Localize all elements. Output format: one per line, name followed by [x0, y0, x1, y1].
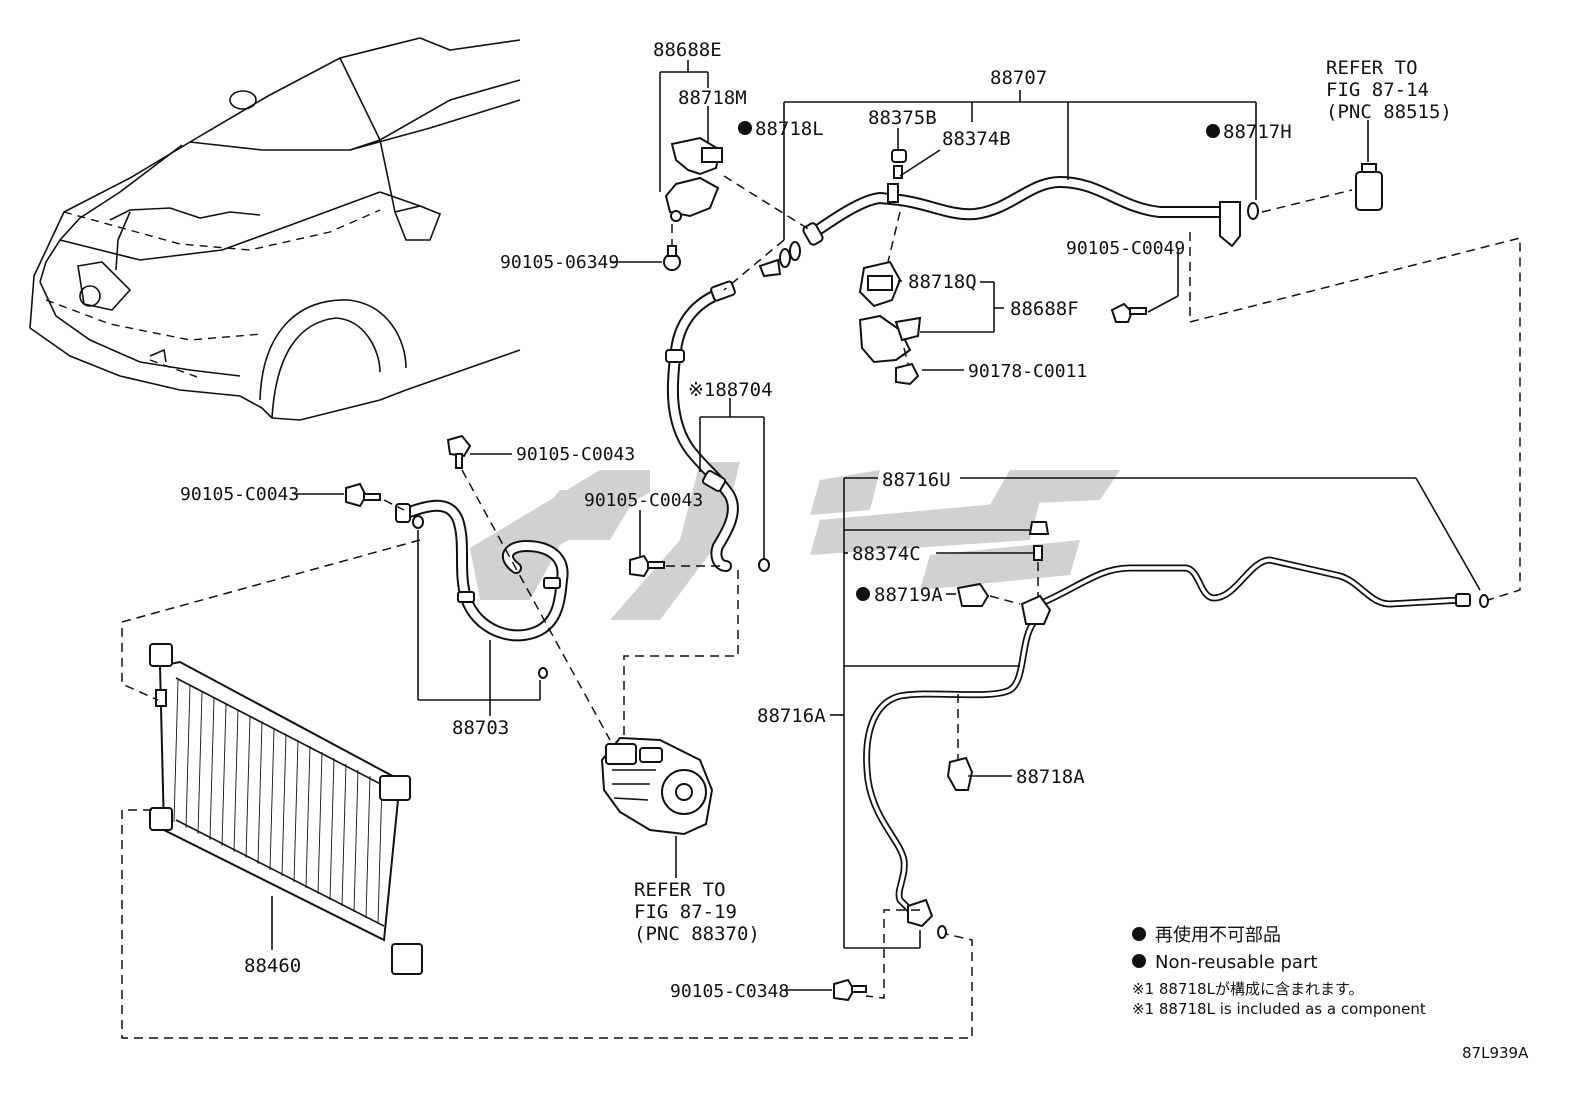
- suction-pipe-88707: [758, 176, 1259, 278]
- label-90105-C0043-top[interactable]: 90105-C0043: [516, 444, 635, 465]
- bolt-90105-C0348: [833, 978, 867, 1002]
- connector-fig-87-14: [1355, 163, 1383, 211]
- liquid-tube-88716U: [1040, 556, 1489, 608]
- refer-mid-line2[interactable]: FIG 87-19: [634, 901, 737, 923]
- nonreusable-marker-88718L: [738, 121, 752, 135]
- label-88688E[interactable]: 88688E: [653, 39, 722, 61]
- discharge-hose-88704: [665, 280, 770, 572]
- refer-mid-line1[interactable]: REFER TO: [634, 879, 726, 901]
- label-90105-06349[interactable]: 90105-06349: [500, 252, 619, 273]
- label-88688F[interactable]: 88688F: [1010, 298, 1079, 320]
- legend-nonreusable-jp: 再使用不可部品: [1155, 925, 1281, 946]
- compressor: [600, 736, 714, 836]
- nonreusable-marker-88719A: [856, 587, 870, 601]
- label-88375B[interactable]: 88375B: [868, 107, 937, 129]
- label-90105-C0043-mid[interactable]: 90105-C0043: [584, 490, 703, 511]
- label-88716U[interactable]: 88716U: [882, 469, 951, 491]
- bolt-90105-C0043-top: [446, 434, 472, 469]
- figure-code: 87L939A: [1462, 1044, 1529, 1062]
- refer-mid-line3[interactable]: (PNC 88370): [634, 923, 760, 945]
- label-88374B[interactable]: 88374B: [942, 128, 1011, 150]
- label-88707[interactable]: 88707: [990, 67, 1047, 89]
- label-88460[interactable]: 88460: [244, 955, 301, 977]
- label-88704[interactable]: ※188704: [688, 379, 773, 401]
- label-88374C[interactable]: 88374C: [852, 543, 921, 565]
- leader-lines: [271, 60, 1481, 991]
- dashed-lines: [121, 175, 1521, 1039]
- label-90105-C0049[interactable]: 90105-C0049: [1066, 238, 1185, 259]
- bolt-90105-C0049: [1110, 302, 1147, 323]
- switch-88718Q: [858, 260, 922, 364]
- legend-bullet-jp: [1132, 927, 1146, 941]
- refer-top-line1[interactable]: REFER TO: [1326, 57, 1418, 79]
- label-88718L[interactable]: 88718L: [755, 118, 824, 140]
- label-90178-C0011[interactable]: 90178-C0011: [968, 361, 1087, 382]
- refer-top-line2[interactable]: FIG 87-14: [1326, 79, 1429, 101]
- switch-88719A: [956, 582, 990, 607]
- refer-top-line3[interactable]: (PNC 88515): [1326, 101, 1452, 123]
- switch-88718M: [664, 136, 723, 222]
- bolt-90105-06349: [663, 245, 681, 271]
- legend: 再使用不可部品 Non-reusable part ※1 88718Lが構成に含…: [1132, 925, 1426, 1018]
- label-88718A[interactable]: 88718A: [1016, 766, 1085, 788]
- condenser-88460: [149, 643, 423, 975]
- vehicle-outline: [29, 37, 521, 421]
- liquid-tube-88716A: [863, 594, 1052, 939]
- legend-note-en: ※1 88718L is included as a component: [1132, 1000, 1426, 1018]
- switch-88718A: [946, 756, 974, 791]
- watermark-logo: [470, 462, 1120, 620]
- hose-88703: [395, 499, 569, 679]
- bolt-90105-C0043-mid: [629, 554, 665, 578]
- legend-nonreusable-en: Non-reusable part: [1155, 952, 1317, 973]
- legend-bullet-en: [1132, 954, 1146, 968]
- legend-note-jp: ※1 88718Lが構成に含まれます。: [1132, 980, 1363, 998]
- bolt-90105-C0043-left: [345, 482, 381, 508]
- cap-88375B: [891, 149, 907, 179]
- label-88716A[interactable]: 88716A: [757, 705, 826, 727]
- part-labels: 88688E 88718M 88718L 88375B 88374B 88707…: [180, 39, 1452, 1002]
- label-88718M[interactable]: 88718M: [678, 87, 747, 109]
- label-90105-C0043-left[interactable]: 90105-C0043: [180, 484, 299, 505]
- label-88717H[interactable]: 88717H: [1223, 121, 1292, 143]
- label-88703[interactable]: 88703: [452, 717, 509, 739]
- nonreusable-marker-88717H: [1206, 124, 1220, 138]
- label-88718Q[interactable]: 88718Q: [908, 271, 977, 293]
- label-90105-C0348[interactable]: 90105-C0348: [670, 981, 789, 1002]
- nut-90178-C0011: [895, 362, 920, 386]
- label-88719A[interactable]: 88719A: [874, 584, 943, 606]
